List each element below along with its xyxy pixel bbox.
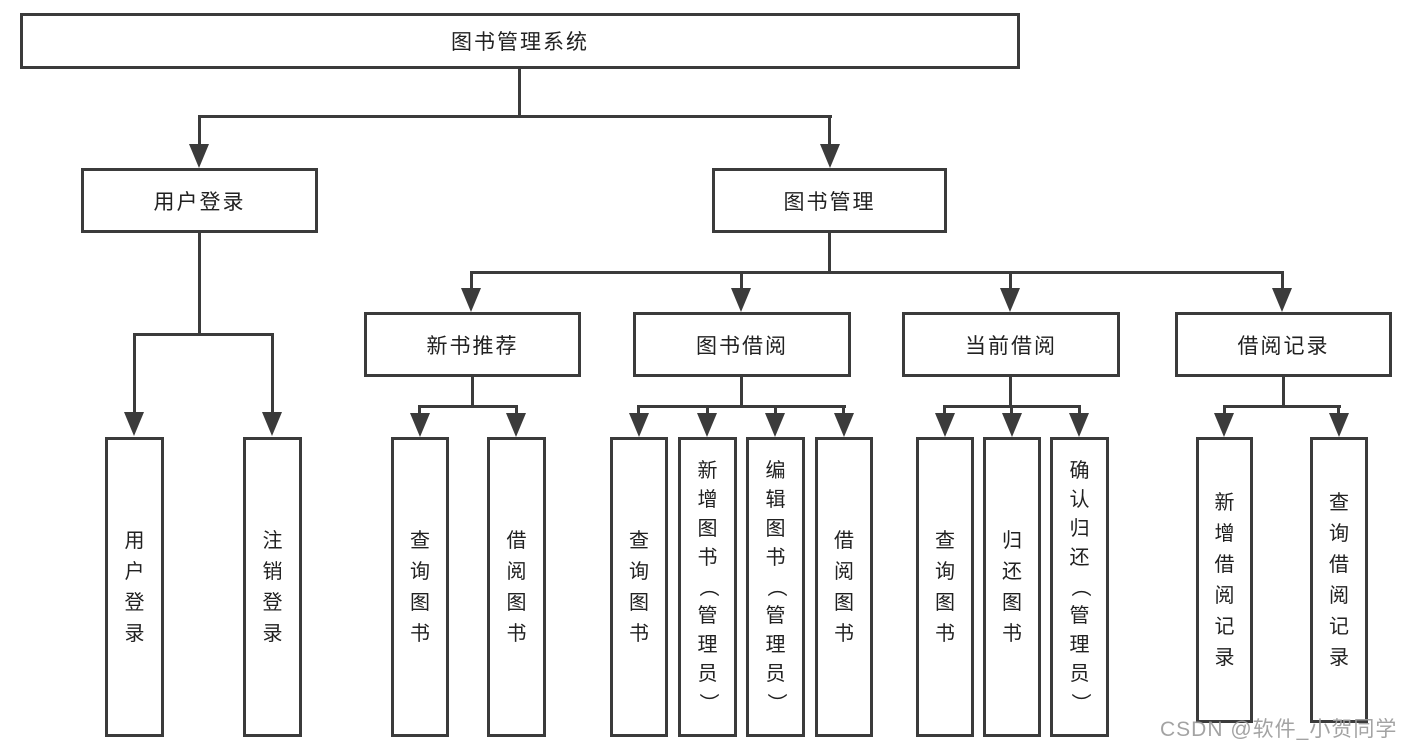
connector-root-rail (198, 115, 832, 118)
connector-arrow-shaft (842, 405, 845, 414)
csdn-watermark: CSDN @软件_小贺同学 (1160, 718, 1398, 741)
connector-book-mgmt-rail (470, 271, 1284, 274)
arrow-down-icon (765, 413, 785, 437)
node-leaf-user-login: 用户登录 (105, 437, 164, 737)
node-leaf-borrow-book-b: 借阅图书 (815, 437, 873, 737)
arrow-down-icon (506, 413, 526, 437)
arrow-down-icon (189, 144, 209, 168)
connector-book-borrow-rail (638, 405, 846, 408)
node-user-login-label: 用户登录 (153, 190, 246, 214)
node-book-borrow-label: 图书借阅 (696, 334, 788, 358)
connector-book-borrow-stem (740, 377, 743, 408)
node-leaf-borrow-book-a: 借阅图书 (487, 437, 546, 737)
connector-user-login-stem (198, 233, 201, 336)
node-new-book-rec: 新书推荐 (364, 312, 581, 377)
connector-arrow-shaft (1009, 271, 1012, 288)
node-book-mgmt-label: 图书管理 (783, 190, 876, 214)
node-leaf-user-login-label: 用户登录 (124, 529, 145, 645)
node-leaf-query-record: 查询借阅记录 (1310, 437, 1368, 723)
connector-arrow-shaft (637, 405, 640, 414)
arrow-down-icon (834, 413, 854, 437)
node-leaf-add-book: 新增图书（管理员） (678, 437, 737, 737)
node-leaf-logout-label: 注销登录 (262, 529, 283, 645)
connector-borrow-record-stem (1282, 377, 1285, 408)
node-borrow-record-label: 借阅记录 (1237, 334, 1330, 358)
connector-arrow-shaft (1223, 405, 1226, 414)
node-leaf-borrow-book-b-label: 借阅图书 (834, 529, 854, 645)
connector-root-stem (518, 69, 521, 118)
node-book-mgmt: 图书管理 (712, 168, 947, 233)
node-book-borrow: 图书借阅 (633, 312, 851, 377)
node-leaf-edit-book: 编辑图书（管理员） (746, 437, 805, 737)
connector-arrow-shaft (515, 405, 518, 414)
connector-arrow-shaft (1281, 271, 1284, 288)
connector-arrow-shaft (418, 405, 421, 414)
connector-arrow-shaft (470, 271, 473, 288)
node-leaf-borrow-book-a-label: 借阅图书 (506, 529, 527, 645)
node-leaf-add-record: 新增借阅记录 (1196, 437, 1253, 723)
arrow-down-icon (124, 412, 144, 436)
connector-current-borrow-stem (1009, 377, 1012, 408)
connector-book-mgmt-stem (828, 233, 831, 274)
node-current-borrow-label: 当前借阅 (965, 334, 1057, 358)
connector-arrow-shaft (198, 115, 201, 145)
node-current-borrow: 当前借阅 (902, 312, 1120, 377)
node-leaf-query-book-b-label: 查询图书 (629, 529, 649, 645)
connector-arrow-shaft (1078, 405, 1081, 414)
arrow-down-icon (461, 288, 481, 312)
node-leaf-edit-book-label: 编辑图书（管理员） (764, 460, 787, 713)
arrow-down-icon (262, 412, 282, 436)
connector-arrow-shaft (774, 405, 777, 414)
arrow-down-icon (731, 288, 751, 312)
node-leaf-return-book: 归还图书 (983, 437, 1041, 737)
connector-arrow-shaft (828, 115, 831, 145)
connector-arrow-shaft (1010, 405, 1013, 414)
node-leaf-query-record-label: 查询借阅记录 (1329, 491, 1349, 669)
connector-arrow-shaft (271, 333, 274, 413)
arrow-down-icon (1002, 413, 1022, 437)
connector-user-login-rail (133, 333, 274, 336)
node-root-label: 图书管理系统 (451, 31, 589, 54)
node-leaf-query-book-a: 查询图书 (391, 437, 449, 737)
arrow-down-icon (820, 144, 840, 168)
connector-arrow-shaft (740, 271, 743, 288)
connector-new-book-stem (471, 377, 474, 408)
node-leaf-confirm-return: 确认归还（管理员） (1050, 437, 1109, 737)
node-leaf-query-book-c: 查询图书 (916, 437, 974, 737)
node-leaf-add-book-label: 新增图书（管理员） (696, 460, 719, 713)
arrow-down-icon (697, 413, 717, 437)
node-new-book-rec-label: 新书推荐 (426, 334, 519, 358)
node-leaf-confirm-return-label: 确认归还（管理员） (1068, 460, 1091, 713)
arrow-down-icon (410, 413, 430, 437)
node-leaf-query-book-a-label: 查询图书 (410, 529, 430, 645)
arrow-down-icon (935, 413, 955, 437)
node-root: 图书管理系统 (20, 13, 1020, 69)
connector-arrow-shaft (133, 333, 136, 413)
connector-new-book-rail (419, 405, 518, 408)
arrow-down-icon (1272, 288, 1292, 312)
node-leaf-query-book-c-label: 查询图书 (935, 529, 955, 645)
arrow-down-icon (1069, 413, 1089, 437)
arrow-down-icon (629, 413, 649, 437)
node-borrow-record: 借阅记录 (1175, 312, 1392, 377)
connector-borrow-record-rail (1223, 405, 1341, 408)
node-user-login: 用户登录 (81, 168, 318, 233)
arrow-down-icon (1329, 413, 1349, 437)
node-leaf-add-record-label: 新增借阅记录 (1214, 491, 1235, 669)
connector-arrow-shaft (1337, 405, 1340, 414)
arrow-down-icon (1214, 413, 1234, 437)
arrow-down-icon (1000, 288, 1020, 312)
connector-arrow-shaft (943, 405, 946, 414)
connector-arrow-shaft (706, 405, 709, 414)
node-leaf-logout: 注销登录 (243, 437, 302, 737)
node-leaf-query-book-b: 查询图书 (610, 437, 668, 737)
node-leaf-return-book-label: 归还图书 (1002, 529, 1022, 645)
